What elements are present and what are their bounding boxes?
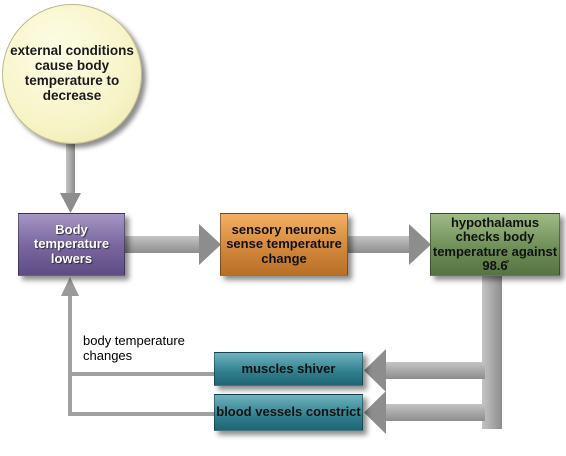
body-temperature-lowers-label: Body temperature lowers: [33, 222, 110, 266]
arrow-sensory-to-hypothalamus: [348, 224, 431, 265]
arrow-feedback-to-lowers: [61, 277, 214, 416]
muscles-shiver-label: muscles shiver: [241, 360, 336, 376]
feedback-label: body temperature changes: [83, 333, 185, 363]
external-conditions-node: external conditions cause body temperatu…: [2, 4, 142, 144]
external-conditions-label: external conditions cause body temperatu…: [10, 43, 134, 103]
blood-vessels-node: blood vessels constrict: [214, 394, 363, 431]
muscles-shiver-node: muscles shiver: [214, 352, 363, 386]
blood-vessels-label: blood vessels constrict: [216, 404, 361, 420]
arrow-lowers-to-sensory: [125, 224, 221, 265]
hypothalamus-label: hypothalamus checks body temperature aga…: [432, 214, 558, 273]
arrow-circle-to-lowers: [60, 143, 81, 213]
arrow-hypothalamus-to-effectors: [364, 276, 502, 434]
sensory-neurons-node: sensory neurons sense temperature change: [220, 213, 348, 276]
sensory-neurons-label: sensory neurons sense temperature change: [226, 222, 342, 266]
body-temperature-lowers-node: Body temperature lowers: [18, 213, 125, 276]
hypothalamus-node: hypothalamus checks body temperature aga…: [430, 213, 560, 276]
